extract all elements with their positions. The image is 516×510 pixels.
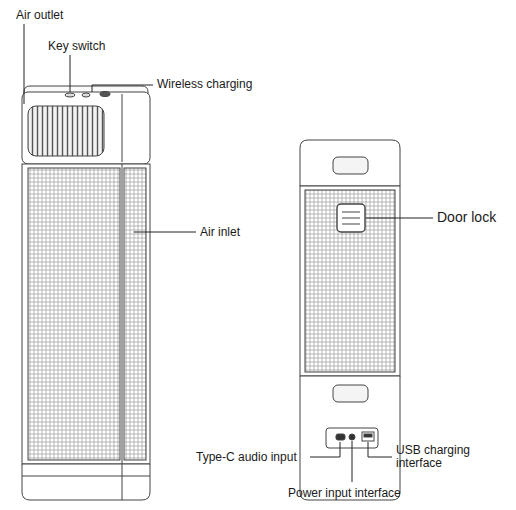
usb-port-tongue xyxy=(364,434,372,437)
air-outlet-window xyxy=(28,106,104,156)
wireless-pad xyxy=(100,92,110,97)
lower-cutout xyxy=(333,385,368,402)
door-lock-ridges xyxy=(342,212,360,224)
callout-label: Air outlet xyxy=(16,9,63,22)
leader-air-outlet xyxy=(24,24,25,104)
key-switch xyxy=(65,93,75,97)
right-unit xyxy=(300,140,400,500)
cap-edge xyxy=(122,94,123,162)
leader-door-lock xyxy=(366,218,433,219)
leader-lines xyxy=(24,24,433,482)
base-edge xyxy=(122,464,123,500)
leader-air-inlet xyxy=(134,232,196,233)
rear-base xyxy=(300,376,400,500)
callout-label: Type-C audio input xyxy=(196,451,297,464)
body-edge xyxy=(122,164,123,464)
leader-power xyxy=(352,441,353,482)
callout-label: Wireless charging xyxy=(157,78,252,91)
callout-label: Air inlet xyxy=(200,226,240,239)
top-cap xyxy=(22,92,150,164)
leader-wireless xyxy=(92,85,153,92)
side-grille xyxy=(124,168,146,460)
callout-label: USB charging interface xyxy=(396,444,496,470)
base-seam xyxy=(22,476,150,477)
usb-port xyxy=(362,432,374,441)
leader-usb xyxy=(368,442,392,457)
leader-key-switch xyxy=(70,55,71,92)
base-band xyxy=(22,464,150,500)
left-unit xyxy=(22,86,150,500)
handle-cutout xyxy=(333,157,368,174)
air-inlet-grille xyxy=(28,168,120,460)
body xyxy=(22,164,150,464)
type-c-port xyxy=(336,434,345,440)
rear-grille xyxy=(305,190,395,372)
key-switch-2 xyxy=(82,93,90,97)
door-lock xyxy=(337,204,365,232)
rear-body xyxy=(300,186,400,376)
callout-label: Door lock xyxy=(437,210,496,225)
leader-type-c xyxy=(310,442,340,457)
callout-label: Power input interface xyxy=(288,487,401,500)
power-port xyxy=(349,434,355,440)
callout-label: Key switch xyxy=(48,40,105,53)
rear-cap xyxy=(300,140,400,186)
